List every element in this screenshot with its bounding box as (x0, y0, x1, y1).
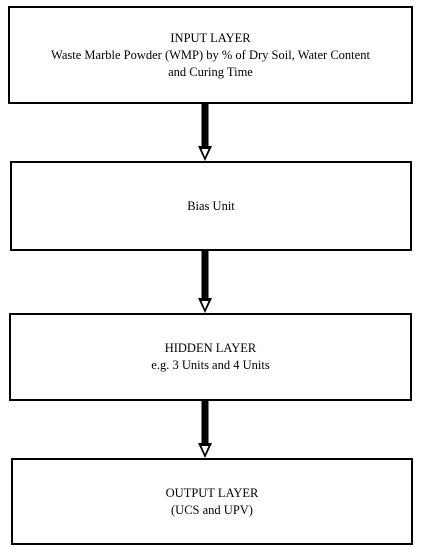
output-layer-description: (UCS and UPV) (171, 502, 253, 517)
hidden-layer-title: HIDDEN LAYER (164, 341, 257, 355)
output-layer-title: OUTPUT LAYER (165, 485, 259, 500)
bias-unit-label: Bias Unit (187, 198, 235, 213)
bias-unit-box: Bias Unit (10, 161, 412, 251)
input-layer-box: INPUT LAYER Waste Marble Powder (WMP) by… (8, 6, 413, 104)
hidden-layer-box: HIDDEN LAYER e.g. 3 Units and 4 Units (9, 313, 412, 401)
input-layer-description-line2: and Curing Time (168, 64, 253, 79)
output-layer-box: OUTPUT LAYER (UCS and UPV) (11, 458, 413, 545)
arrow-bias-to-hidden (198, 251, 212, 313)
arrow-input-to-bias (198, 104, 212, 161)
input-layer-description-line1: Waste Marble Powder (WMP) by % of Dry So… (51, 47, 370, 62)
input-layer-title: INPUT LAYER (170, 30, 251, 45)
arrow-hidden-to-output (198, 401, 212, 458)
hidden-layer-description: e.g. 3 Units and 4 Units (151, 358, 270, 372)
